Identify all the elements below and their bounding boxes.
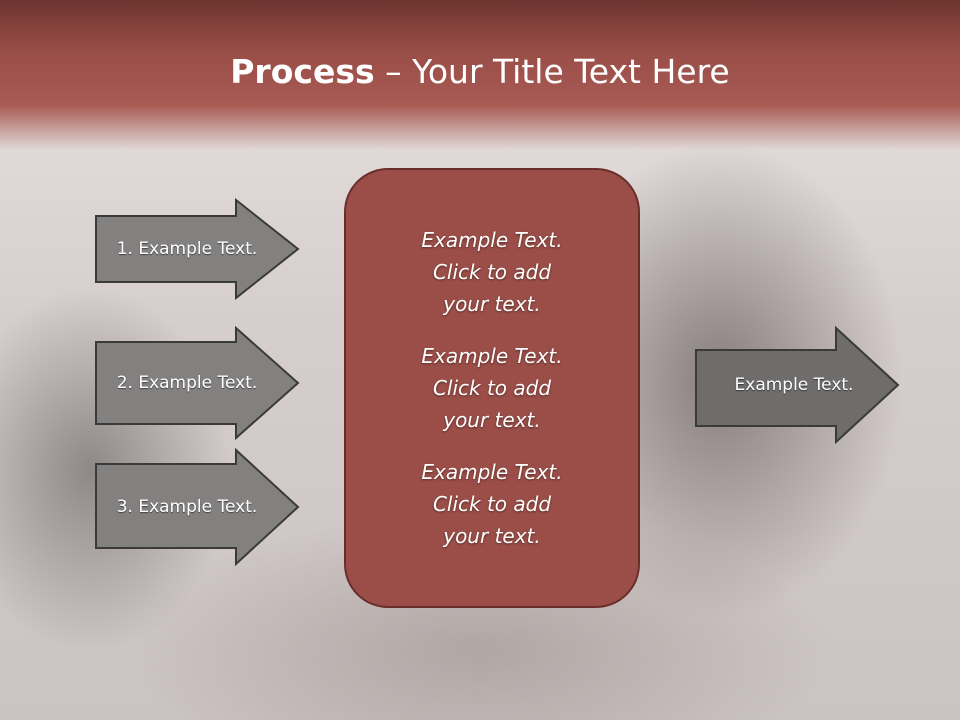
left-arrow-1[interactable]: 1. Example Text. xyxy=(94,198,300,300)
center-content-box[interactable]: Example Text. Click to add your text. Ex… xyxy=(344,168,640,608)
block-1-line-2: Click to add xyxy=(432,260,552,284)
block-3-line-2: Click to add xyxy=(432,492,552,516)
block-1-line-3: your text. xyxy=(443,292,541,316)
left-arrow-3[interactable]: 3. Example Text. xyxy=(94,448,300,566)
block-3-line-3: your text. xyxy=(443,524,541,548)
title-bold: Process xyxy=(230,52,375,91)
left-arrow-2-label: 2. Example Text. xyxy=(116,373,258,393)
center-text-block-3: Example Text. Click to add your text. xyxy=(421,456,562,552)
center-text-block-2: Example Text. Click to add your text. xyxy=(421,340,562,436)
right-arrow[interactable]: Example Text. xyxy=(694,326,900,444)
arrow-3-shape xyxy=(95,448,300,566)
left-arrow-1-label: 1. Example Text. xyxy=(116,239,258,259)
slide-title[interactable]: Process – Your Title Text Here xyxy=(0,52,960,91)
block-2-line-3: your text. xyxy=(443,408,541,432)
left-arrow-2[interactable]: 2. Example Text. xyxy=(94,326,300,440)
block-1-line-1: Example Text. xyxy=(421,228,563,252)
block-2-line-1: Example Text. xyxy=(421,344,563,368)
right-arrow-shape xyxy=(695,326,900,444)
title-rest: – Your Title Text Here xyxy=(374,52,730,91)
right-arrow-label: Example Text. xyxy=(734,375,854,395)
block-3-line-1: Example Text. xyxy=(421,460,563,484)
left-arrow-3-label: 3. Example Text. xyxy=(116,497,258,517)
center-text-block-1: Example Text. Click to add your text. xyxy=(421,224,562,320)
arrow-2-shape xyxy=(95,326,300,440)
block-2-line-2: Click to add xyxy=(432,376,552,400)
title-banner xyxy=(0,0,960,150)
arrow-1-shape xyxy=(95,198,300,300)
